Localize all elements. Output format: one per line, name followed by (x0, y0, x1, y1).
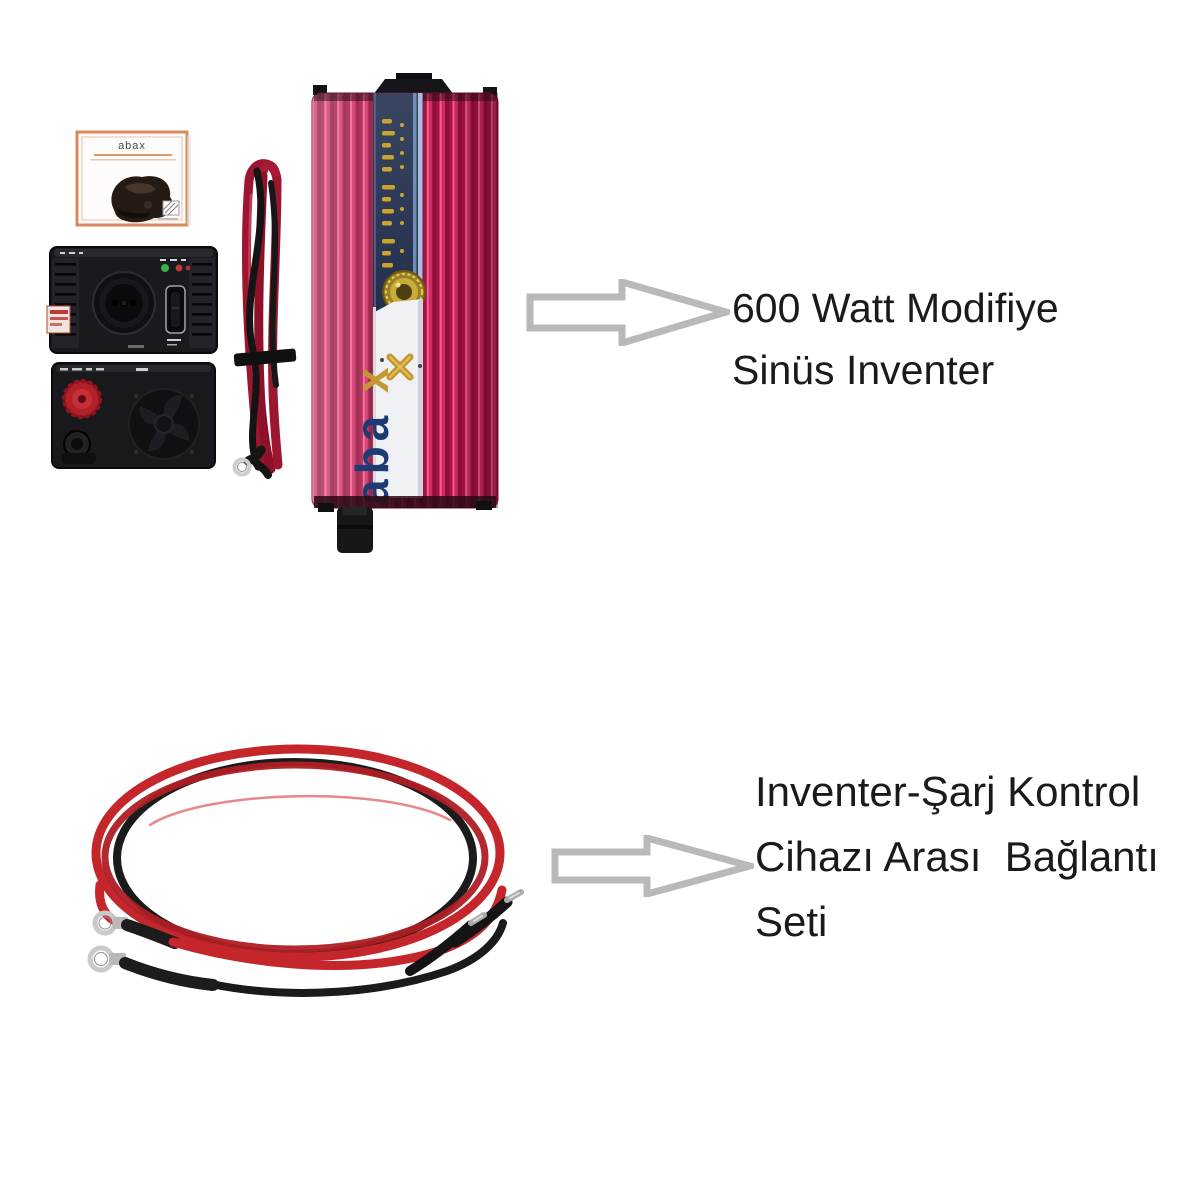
inverter-label-band (373, 93, 426, 314)
red-led (175, 264, 183, 272)
label-inverter-line-1: 600 Watt Modifiye (732, 285, 1059, 331)
right-arrow-icon (526, 279, 730, 346)
status-leds (160, 259, 191, 272)
inverter-brand-band: aba x (346, 299, 423, 505)
inverter-unit: aba x (311, 73, 499, 553)
photo-cable-set (87, 744, 524, 997)
photo-inverter-kit: abax (46, 73, 499, 553)
brand-x-ornament (386, 353, 414, 381)
retail-box: abax (75, 130, 191, 227)
battery-terminal-positive (62, 379, 102, 419)
inverter-brand-text: aba x (346, 362, 398, 505)
front-panel (46, 246, 218, 354)
battery-cable-bundle (232, 159, 297, 479)
warning-sticker (46, 305, 71, 334)
battery-terminal-negative (62, 430, 96, 464)
rear-panel (51, 362, 216, 469)
ring-lug-lower (87, 945, 126, 973)
box-brand-text: abax (118, 140, 146, 152)
gold-model-text (382, 119, 404, 268)
eu-socket (92, 271, 156, 335)
right-arrow-icon (551, 835, 754, 897)
green-led (161, 264, 169, 272)
vent-slots-right (189, 258, 215, 348)
label-cable-set-line-3: Seti (755, 898, 828, 945)
inverter-top-cap (373, 79, 454, 95)
label-cable-set-line-1: Inventer-Şarj Kontrol (755, 768, 1141, 815)
cable-coil (87, 744, 524, 997)
label-inverter-line-2: Sinüs Inventer (732, 347, 995, 393)
power-switch (165, 285, 186, 334)
label-cable-set-line-2: Cihazı Arası Bağlantı (755, 833, 1159, 880)
box-tagline-line (94, 154, 172, 156)
inverter-bottom-connector (337, 507, 373, 553)
label-cable-set: Inventer-Şarj Kontrol Cihazı Arası Bağla… (755, 759, 1159, 954)
box-corner-icon (162, 200, 180, 216)
cable-end-ferrules (405, 889, 524, 976)
ring-lug (232, 457, 252, 477)
label-inverter: 600 Watt Modifiye Sinüs Inventer (732, 277, 1059, 401)
vent-slots-left (52, 258, 79, 348)
cooling-fan (128, 388, 200, 460)
box-product-photo (111, 176, 173, 223)
